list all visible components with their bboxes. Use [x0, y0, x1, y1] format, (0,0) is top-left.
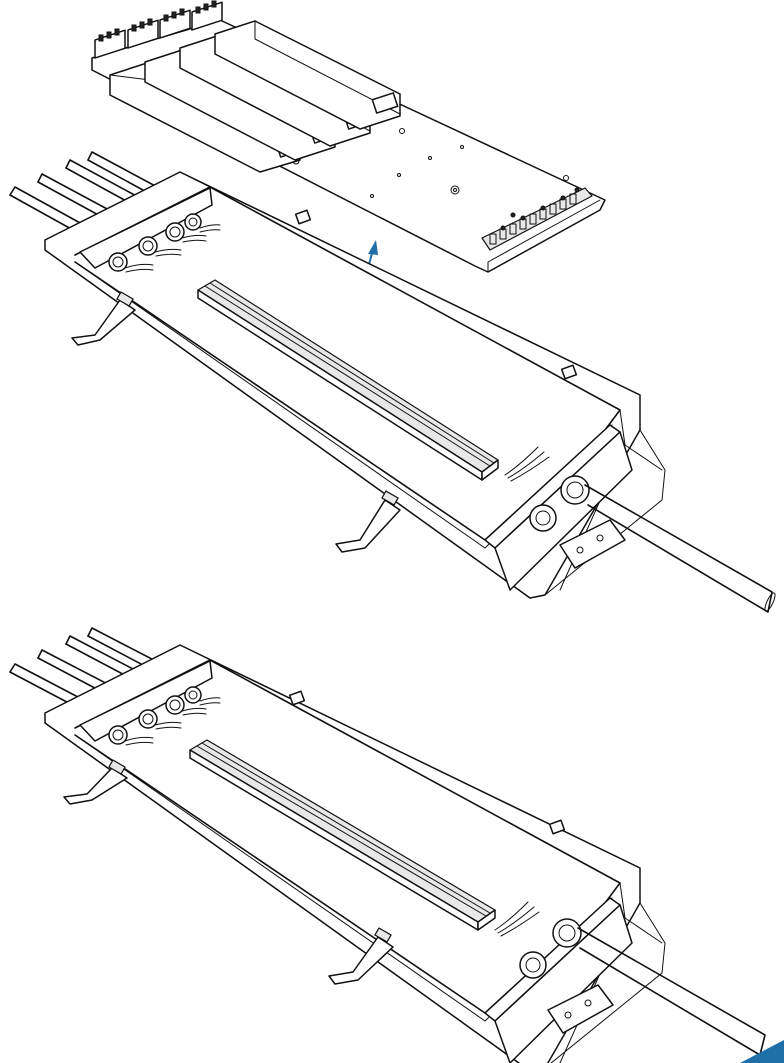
top-tab-1	[288, 690, 306, 706]
mounting-rail	[197, 279, 499, 481]
board-connectors	[481, 187, 593, 251]
cable-right	[584, 484, 776, 613]
cable-glands-right	[519, 918, 582, 979]
mount-plate-right	[547, 984, 614, 1034]
end-cap-left	[79, 660, 221, 746]
mounting-clip-1	[63, 759, 128, 805]
mounting-rail	[189, 739, 496, 931]
wires-right	[494, 901, 540, 937]
cable-glands-left	[108, 213, 202, 272]
corner-marker-icon	[740, 1040, 784, 1063]
mounting-clip-2	[328, 927, 394, 985]
housing-closed	[9, 627, 766, 1063]
cable-glands-left	[108, 686, 202, 745]
mounting-clip-2	[335, 490, 401, 553]
terminal-blocks-top	[94, 0, 223, 59]
wires-left	[124, 697, 221, 746]
mounting-clip-1	[71, 291, 136, 346]
housing-open	[9, 151, 776, 613]
top-tab-1	[294, 209, 312, 225]
top-tab-2	[560, 364, 578, 380]
top-tab-2	[548, 819, 566, 835]
driver-modules	[109, 20, 401, 173]
wires-right	[504, 446, 550, 482]
end-cap-left	[79, 187, 221, 273]
cable-glands-right	[529, 475, 590, 532]
mount-plate-right	[559, 519, 626, 569]
driver-module-4	[214, 20, 401, 130]
cable-right	[577, 927, 766, 1056]
wires-left	[124, 224, 221, 273]
end-cap-right	[484, 424, 633, 591]
end-cap-right	[484, 897, 633, 1063]
